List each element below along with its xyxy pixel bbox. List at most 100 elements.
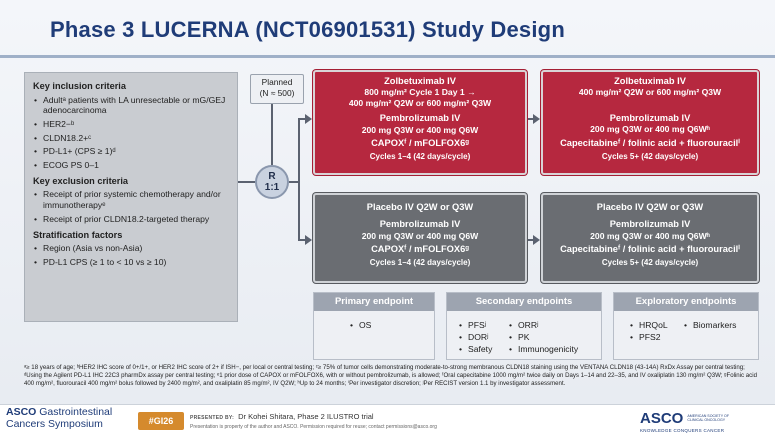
presenter-info: PRESENTED BY:Dr Kohei Shitara, Phase 2 I… <box>190 412 437 430</box>
arm-line: Pembrolizumab IV <box>379 113 461 124</box>
asco-brand: ASCO <box>6 406 37 418</box>
arm-line: 200 mg Q3W or 400 mg Q6W <box>361 124 479 135</box>
endpoint-item: PFSʲ <box>459 320 492 330</box>
presenter-name: Dr Kohei Shitara, Phase 2 ILUSTRO trial <box>238 412 374 421</box>
connector-placebo-to-maint <box>528 239 534 241</box>
inclusion-item: CLDN18.2+ᶜ <box>33 133 229 144</box>
presented-label: PRESENTED BY: <box>190 415 235 421</box>
arrow-to-zolbe <box>305 114 312 124</box>
arm-heading: Zolbetuximab IV <box>384 76 456 86</box>
endpoint-item: Safety <box>459 344 492 354</box>
connector-r-vertical <box>298 118 300 241</box>
endpoint-item: Immunogenicity <box>509 344 578 354</box>
arm-heading: Placebo IV Q2W or Q3W <box>596 202 704 212</box>
arm-placebo-maintenance: Placebo IV Q2W or Q3W Pembrolizumab IV 2… <box>541 193 759 283</box>
arm-line: Pembrolizumab IV <box>609 219 691 230</box>
arm-zolbetuximab-induction: Zolbetuximab IV 800 mg/m² Cycle 1 Day 1 … <box>313 70 527 175</box>
arm-line: CAPOXᶠ / mFOLFOX6ᵍ <box>371 138 469 149</box>
asco-gi-line2: Cancers Symposium <box>6 418 103 431</box>
asco-logo-tagline: KNOWLEDGE CONQUERS CANCER <box>640 428 725 433</box>
asco-gi-line1: Gastrointestinal <box>39 406 113 418</box>
arrow-to-placebo <box>305 235 312 245</box>
connector-to-zolbe <box>298 118 306 120</box>
connector-criteria-to-r <box>238 181 255 183</box>
endpoint-item: Biomarkers <box>684 320 736 330</box>
exclusion-heading: Key exclusion criteria <box>33 175 128 186</box>
primary-endpoint-list: OS <box>314 311 434 330</box>
secondary-endpoints-box: Secondary endpoints PFSʲ DORʲ Safety ORR… <box>446 292 602 360</box>
stratification-item: PD-L1 CPS (≥ 1 to < 10 vs ≥ 10) <box>33 257 229 268</box>
planned-box: Planned (N ≈ 500) <box>250 74 304 104</box>
connector-to-placebo <box>298 239 306 241</box>
title-divider <box>0 55 775 58</box>
arm-line: 200 mg Q3W or 400 mg Q6Wʰ <box>590 230 710 241</box>
inclusion-item: Adultᵃ patients with LA unresectable or … <box>33 95 229 116</box>
presentation-notice: Presentation is property of the author a… <box>190 424 437 430</box>
page-title: Phase 3 LUCERNA (NCT06901531) Study Desi… <box>50 17 565 42</box>
arm-line: Pembrolizumab IV <box>609 112 691 123</box>
arm-heading: Placebo IV Q2W or Q3W <box>366 202 474 212</box>
secondary-endpoints-col1: PFSʲ DORʲ Safety <box>459 320 492 356</box>
arm-line: Capecitabineᶠ / folinic acid + fluoroura… <box>560 244 740 255</box>
inclusion-list: Adultᵃ patients with LA unresectable or … <box>33 95 229 171</box>
footnote: ᵃ≥ 18 years of age; ᵇHER2 IHC score of 0… <box>24 364 757 387</box>
inclusion-heading: Key inclusion criteria <box>33 81 126 91</box>
exclusion-list: Receipt of prior systemic chemotherapy a… <box>33 189 229 224</box>
inclusion-item: HER2−ᵇ <box>33 119 229 130</box>
arm-zolbetuximab-maintenance: Zolbetuximab IV 400 mg/m² Q2W or 600 mg/… <box>541 70 759 175</box>
asco-gi-logo: ASCO Gastrointestinal Cancers Symposium <box>6 406 112 430</box>
primary-endpoint-box: Primary endpoint OS <box>313 292 435 360</box>
exploratory-endpoints-col2: Biomarkers <box>684 320 736 332</box>
arm-line: 200 mg Q3W or 400 mg Q6Wʰ <box>590 124 710 135</box>
arm-cycles: Cycles 1–4 (42 days/cycle) <box>369 258 471 268</box>
randomization-circle: R 1:1 <box>255 165 289 199</box>
endpoint-item: HRQoL <box>630 320 668 330</box>
inclusion-item: PD-L1+ (CPS ≥ 1)ᵈ <box>33 146 229 157</box>
planned-label: Planned <box>261 77 293 87</box>
stratification-list: Region (Asia vs non-Asia) PD-L1 CPS (≥ 1… <box>33 243 229 267</box>
stratification-item: Region (Asia vs non-Asia) <box>33 243 229 254</box>
arm-line: 400 mg/m² Q2W or 600 mg/m² Q3W <box>348 97 492 108</box>
connector-zolbe-to-maint <box>528 118 534 120</box>
arm-line: 400 mg/m² Q2W or 600 mg/m² Q3W <box>578 87 722 98</box>
arm-cycles: Cycles 1–4 (42 days/cycle) <box>369 152 471 162</box>
arm-cycles: Cycles 5+ (42 days/cycle) <box>601 151 699 161</box>
endpoint-item: OS <box>350 320 434 330</box>
secondary-endpoints-col2: ORRʲ PK Immunogenicity <box>509 320 578 356</box>
asco-logo-text: ASCO <box>640 410 684 427</box>
exploratory-endpoints-heading: Exploratory endpoints <box>614 293 758 311</box>
exclusion-item: Receipt of prior systemic chemotherapy a… <box>33 189 229 210</box>
randomization-r: R <box>268 171 276 182</box>
connector-planned-to-r <box>271 104 273 165</box>
connector-r-right <box>289 181 299 183</box>
arm-cycles: Cycles 5+ (42 days/cycle) <box>601 258 699 268</box>
endpoint-item: PK <box>509 332 578 342</box>
arm-heading: Zolbetuximab IV <box>614 76 686 86</box>
primary-endpoint-heading: Primary endpoint <box>314 293 434 311</box>
arm-line: 200 mg Q3W or 400 mg Q6W <box>361 230 479 241</box>
exploratory-endpoints-col1: HRQoL PFS2 <box>630 320 668 344</box>
arm-line: 800 mg/m² Cycle 1 Day 1 → <box>364 87 476 98</box>
planned-n: (N ≈ 500) <box>259 87 295 98</box>
randomization-ratio: 1:1 <box>264 182 280 193</box>
arm-placebo-induction: Placebo IV Q2W or Q3W Pembrolizumab IV 2… <box>313 193 527 283</box>
endpoint-item: PFS2 <box>630 332 668 342</box>
footer-bar <box>0 404 775 439</box>
arrow-zolbe-to-maint <box>533 114 540 124</box>
arm-line: Capecitabineᶠ / folinic acid + fluoroura… <box>560 137 740 148</box>
arm-line: Pembrolizumab IV <box>379 219 461 230</box>
exclusion-item: Receipt of prior CLDN18.2-targeted thera… <box>33 214 229 225</box>
hashtag-badge: #GI26 <box>138 412 184 430</box>
arrow-placebo-to-maint <box>533 235 540 245</box>
secondary-endpoints-heading: Secondary endpoints <box>447 293 601 311</box>
stratification-heading: Stratification factors <box>33 229 123 240</box>
criteria-panel: Key inclusion criteria Adultᵃ patients w… <box>24 72 238 322</box>
exploratory-endpoints-box: Exploratory endpoints HRQoL PFS2 Biomark… <box>613 292 759 360</box>
endpoint-item: ORRʲ <box>509 320 578 330</box>
endpoint-item: DORʲ <box>459 332 492 342</box>
arm-line: CAPOXᶠ / mFOLFOX6ᵍ <box>371 244 469 255</box>
inclusion-item: ECOG PS 0–1 <box>33 160 229 171</box>
asco-logo-subtitle: AMERICAN SOCIETY OF CLINICAL ONCOLOGY <box>687 414 730 423</box>
